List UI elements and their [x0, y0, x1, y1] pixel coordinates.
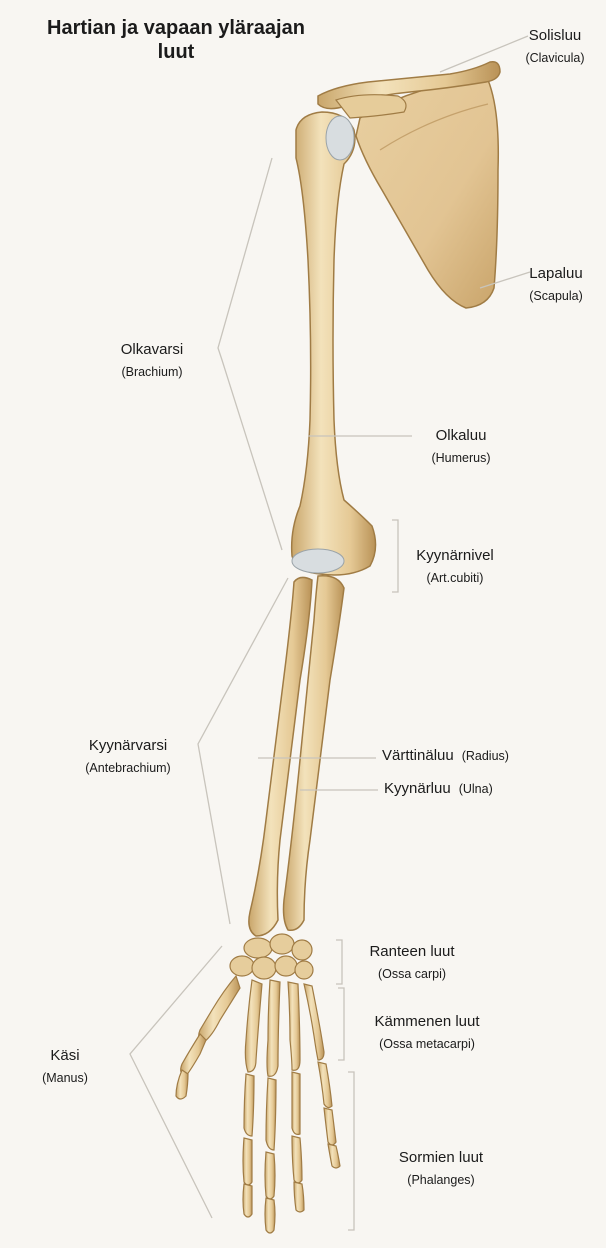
- label-carpi: Ranteen luut (Ossa carpi): [354, 942, 470, 983]
- label-antebrachium: Kyynärvarsi (Antebrachium): [60, 736, 196, 777]
- label-cubiti: Kyynärnivel (Art.cubiti): [400, 546, 510, 587]
- label-clavicula-latin: (Clavicula): [508, 50, 602, 67]
- label-metacarpi: Kämmenen luut (Ossa metacarpi): [352, 1012, 502, 1053]
- label-phalanges: Sormien luut (Phalanges): [376, 1148, 506, 1189]
- label-scapula-name: Lapaluu: [510, 264, 602, 283]
- label-brachium-latin: (Brachium): [88, 364, 216, 381]
- carpal-bones: [230, 934, 313, 979]
- label-cubiti-latin: (Art.cubiti): [400, 570, 510, 587]
- label-metacarpi-latin: (Ossa metacarpi): [352, 1036, 502, 1053]
- label-ulna-latin: (Ulna): [459, 782, 493, 796]
- label-radius: Värttinäluu (Radius): [382, 747, 509, 764]
- label-humerus-latin: (Humerus): [408, 450, 514, 467]
- label-radius-latin: (Radius): [462, 749, 509, 763]
- humerus-bone: [292, 112, 376, 575]
- label-phalanges-latin: (Phalanges): [376, 1172, 506, 1189]
- label-brachium: Olkavarsi (Brachium): [88, 340, 216, 381]
- label-humerus-name: Olkaluu: [408, 426, 514, 445]
- label-antebrachium-name: Kyynärvarsi: [60, 736, 196, 755]
- label-radius-name: Värttinäluu: [382, 747, 454, 764]
- label-carpi-latin: (Ossa carpi): [354, 966, 470, 983]
- label-phalanges-name: Sormien luut: [376, 1148, 506, 1167]
- label-scapula: Lapaluu (Scapula): [510, 264, 602, 305]
- label-metacarpi-name: Kämmenen luut: [352, 1012, 502, 1031]
- label-carpi-name: Ranteen luut: [354, 942, 470, 961]
- label-cubiti-name: Kyynärnivel: [400, 546, 510, 565]
- label-manus: Käsi (Manus): [22, 1046, 108, 1087]
- diagram-title: Hartian ja vapaan yläraajan luut: [26, 16, 326, 64]
- label-ulna: Kyynärluu (Ulna): [384, 780, 493, 797]
- label-ulna-name: Kyynärluu: [384, 780, 451, 797]
- label-clavicula-name: Solisluu: [508, 26, 602, 45]
- label-brachium-name: Olkavarsi: [88, 340, 216, 359]
- label-manus-name: Käsi: [22, 1046, 108, 1065]
- label-scapula-latin: (Scapula): [510, 288, 602, 305]
- label-clavicula: Solisluu (Clavicula): [508, 26, 602, 67]
- label-humerus: Olkaluu (Humerus): [408, 426, 514, 467]
- label-manus-latin: (Manus): [22, 1070, 108, 1087]
- label-antebrachium-latin: (Antebrachium): [60, 760, 196, 777]
